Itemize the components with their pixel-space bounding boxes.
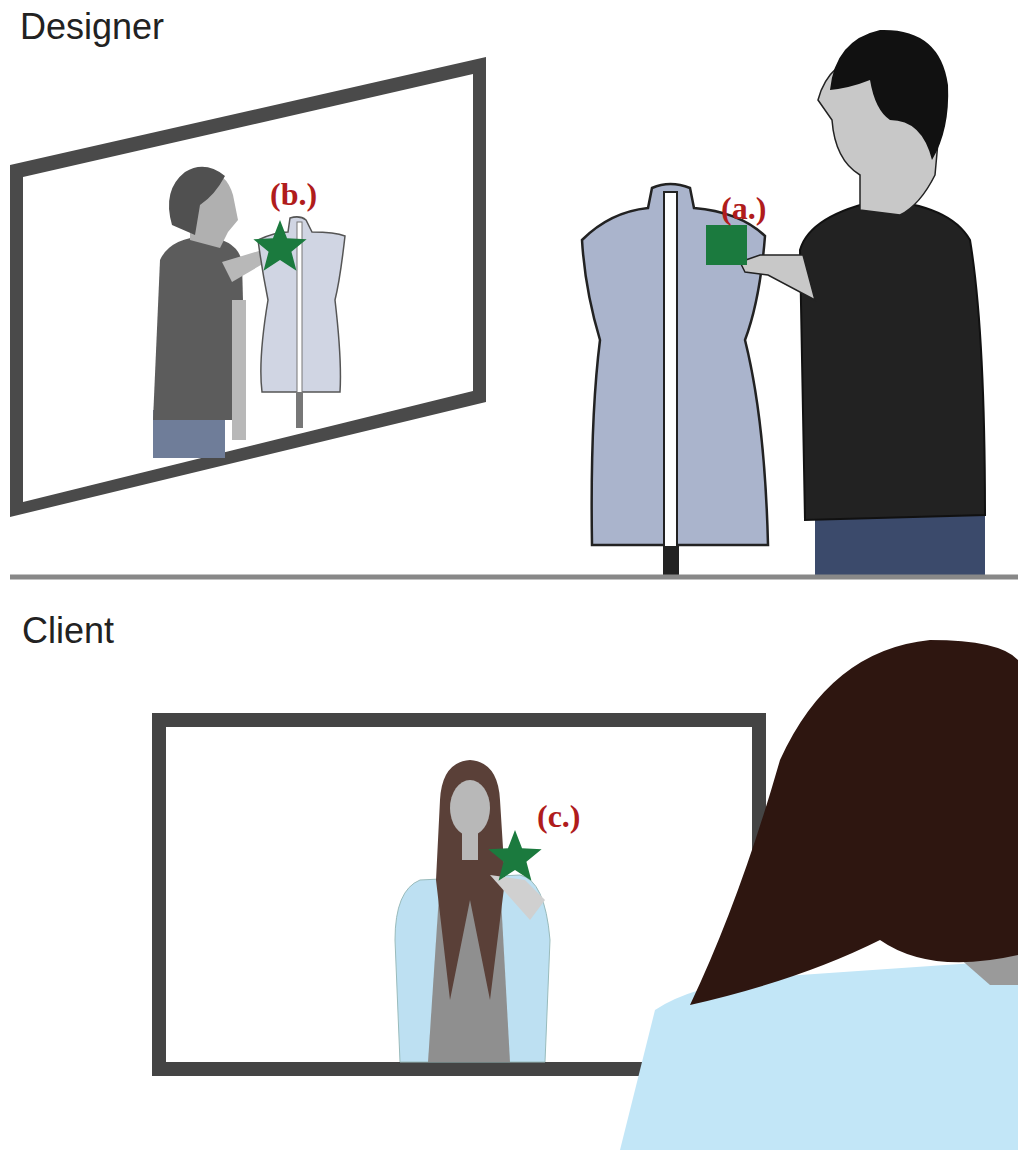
dress-form — [582, 184, 768, 575]
designer-person — [740, 30, 985, 575]
green-swatch — [706, 225, 747, 265]
callout-label: (c.) — [537, 798, 581, 835]
panel-divider — [10, 575, 1018, 580]
reflected-designer — [153, 167, 266, 458]
green-star — [253, 220, 306, 271]
panel-title: Designer — [20, 6, 164, 48]
client-person — [620, 640, 1018, 1150]
panel-title: Client — [22, 610, 114, 652]
reflected-client — [395, 760, 550, 1062]
callout-label: (a.) — [721, 190, 766, 227]
callout-label: (b.) — [270, 176, 317, 213]
green-star — [488, 830, 541, 881]
designer-mirror — [10, 57, 486, 517]
